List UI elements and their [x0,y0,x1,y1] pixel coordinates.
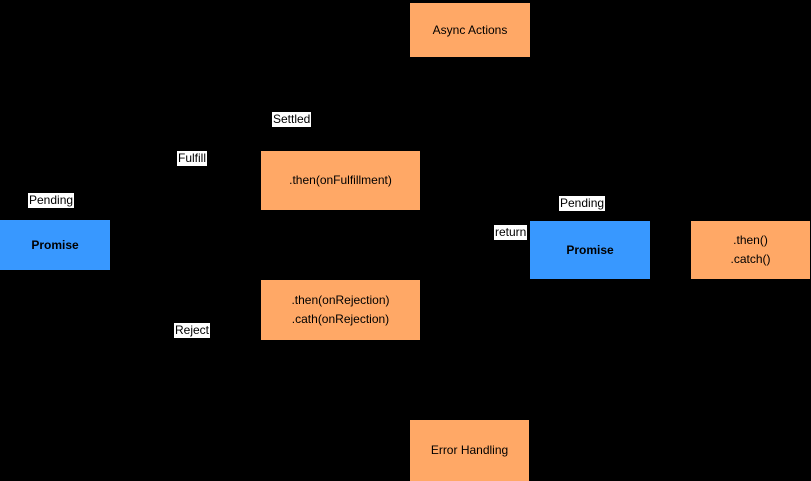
node-error-handling-label: Error Handling [430,443,509,457]
edge-label-pending-left: Pending [28,193,75,208]
node-then-onrejection: .then(onRejection) .cath(onRejection) [261,280,420,340]
node-promise-right-label: Promise [566,242,614,257]
edge-label-fulfill: Fulfill [177,151,208,166]
node-async-actions: Async Actions [410,3,530,57]
node-then-onrejection-line1: .then(onRejection) [291,293,390,307]
node-then-onfulfillment-label: .then(onFulfillment) [289,173,392,187]
edge-label-return: return [494,225,528,240]
edge-label-settled: Settled [272,112,312,127]
node-then-catch: .then() .catch() [691,221,810,279]
edge-label-pending-right: Pending [559,196,606,211]
node-promise-right: Promise [530,221,650,279]
node-async-actions-label: Async Actions [432,22,508,37]
node-then-catch-line2: .catch() [730,252,771,266]
node-error-handling: Error Handling [410,420,529,481]
node-then-onrejection-line2: .cath(onRejection) [291,312,390,326]
node-then-onfulfillment: .then(onFulfillment) [261,151,420,210]
edge-label-reject: Reject [174,323,211,338]
node-promise-left: Promise [0,220,110,270]
node-promise-left-label: Promise [31,237,79,252]
node-then-catch-line1: .then() [733,233,768,247]
